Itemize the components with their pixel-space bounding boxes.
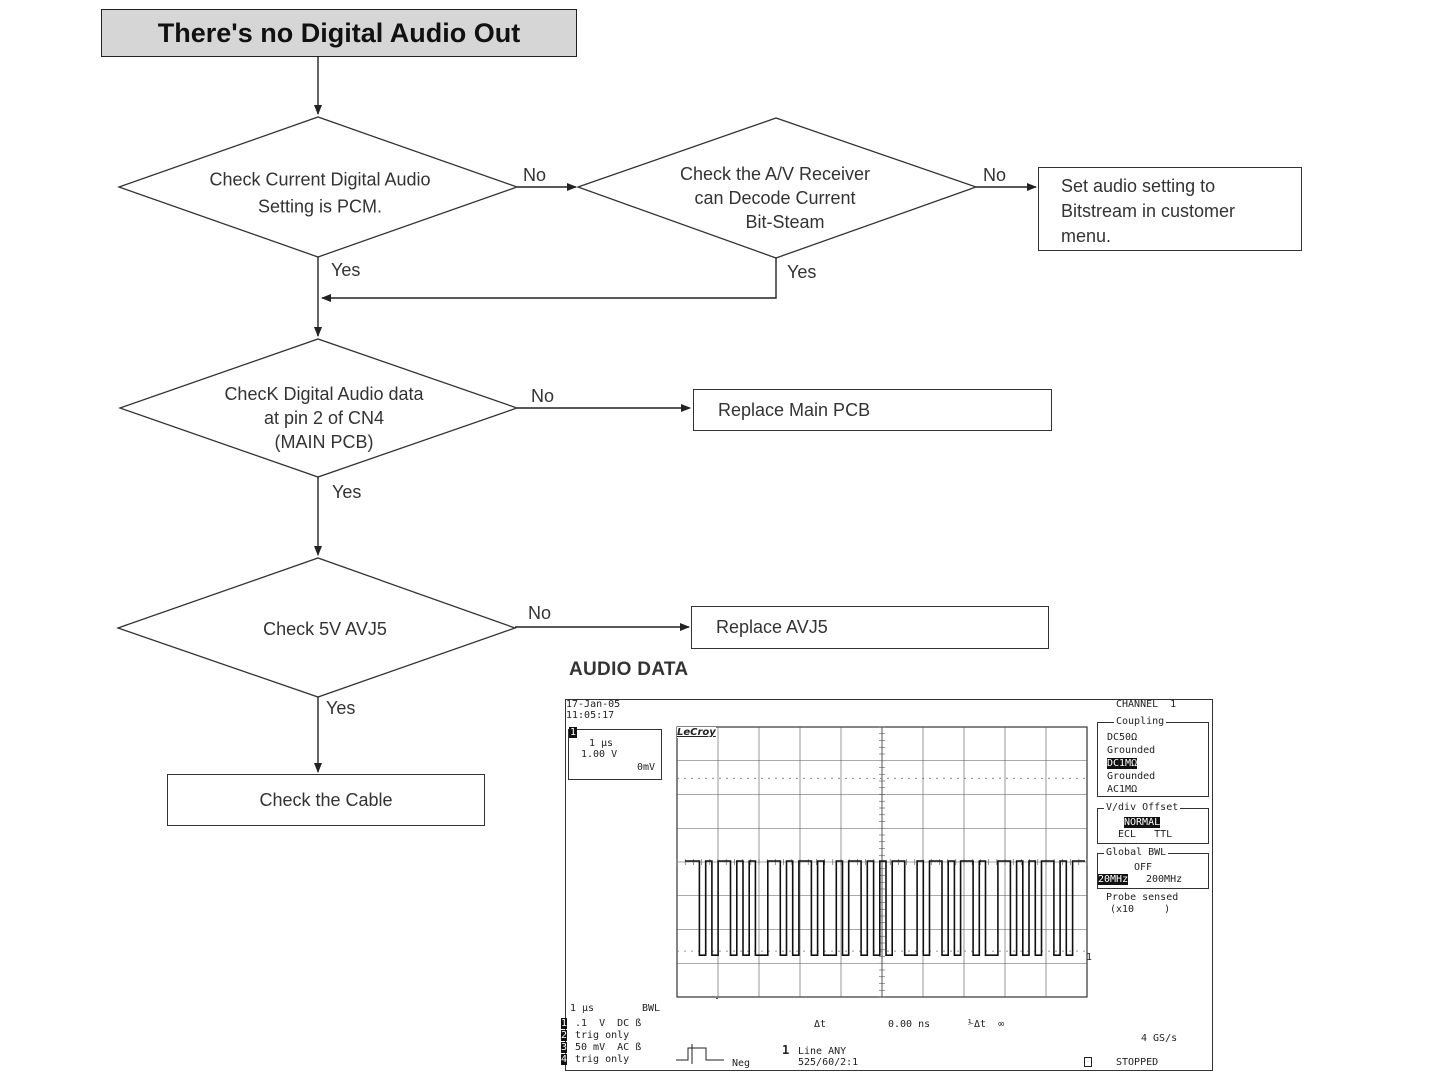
decision-1-line2: Setting is PCM.: [257, 196, 383, 217]
scope-brand-logo: LeCroy: [677, 727, 716, 738]
box-replace-main-pcb: Replace Main PCB: [693, 389, 1052, 431]
scope-trigger-pulse-icon: [676, 1044, 724, 1064]
label-yes-2: Yes: [787, 262, 817, 282]
scope-status: STOPPED: [1116, 1057, 1159, 1068]
scope-trigger-line2: 525/60/2:1: [798, 1057, 859, 1068]
label-yes-3: Yes: [332, 482, 362, 502]
scope-trace-marker: 1: [1086, 952, 1093, 963]
scope-channel-number: 1: [561, 1018, 568, 1029]
decision-3-text: ChecK Digital Audio data at pin 2 of CN4…: [224, 382, 423, 454]
scope-coupling-option[interactable]: AC1MΩ: [1107, 784, 1138, 795]
scope-bwl-other[interactable]: 200MHz: [1146, 874, 1183, 885]
decision-1-line1: Check Current Digital Audio: [209, 169, 431, 190]
scope-channel-setting: trig only: [575, 1054, 630, 1065]
scope-probe-line2: (x10 ): [1110, 904, 1171, 915]
audio-data-title: AUDIO DATA: [569, 659, 689, 680]
scope-channel-number: 4: [561, 1054, 568, 1065]
scope-vdiv-selected[interactable]: NORMAL: [1124, 817, 1161, 828]
decision-4-text: Check 5V AVJ5: [263, 619, 387, 639]
box-set-audio-line2: Bitstream in customer: [1061, 201, 1236, 221]
decision-1-text: Check Current Digital Audio Setting is P…: [209, 168, 430, 219]
scope-channel-setting: trig only: [575, 1030, 630, 1041]
label-yes-1: Yes: [331, 260, 361, 280]
scope-readout-volts: 1.00 V: [581, 749, 618, 760]
scope-sample-rate: 4 GS/s: [1141, 1033, 1178, 1044]
scope-coupling-title: Coupling: [1114, 716, 1167, 727]
arrow-d2-yes: [321, 258, 777, 302]
decision-2-text: Check the A/V Receiver can Decode Curren…: [680, 162, 870, 234]
scope-probe-line1: Probe sensed: [1106, 892, 1179, 903]
decision-3-line2: at pin 2 of CN4: [263, 408, 385, 428]
oscilloscope-screen: 17-Jan-05 11:05:17 1 1 µs 1.00 V 0mV LeC…: [561, 699, 1213, 1071]
decision-2-line3: Bit-Steam: [745, 212, 825, 232]
scope-channel-number: 3: [561, 1042, 568, 1053]
scope-coupling-option[interactable]: DC50Ω: [1107, 732, 1138, 743]
scope-bwl-off[interactable]: OFF: [1134, 862, 1153, 873]
scope-stop-indicator: [1084, 1057, 1092, 1067]
scope-waveform-grid: [676, 726, 1088, 999]
scope-readout-offset: 0mV: [637, 762, 656, 773]
scope-bwl-selected[interactable]: 20MHz: [1098, 874, 1129, 885]
decision-2-line1: Check the A/V Receiver: [679, 164, 871, 184]
scope-readout-channel: 1: [569, 727, 578, 738]
scope-channel-header: CHANNEL 1: [1116, 699, 1177, 710]
scope-channel-setting: .1 V DC ß: [575, 1018, 642, 1029]
scope-inverse-delta-t: ⅟Δt ∞: [968, 1019, 1005, 1030]
scope-trigger-line1: Line ANY: [798, 1046, 847, 1057]
decision-3-line1: ChecK Digital Audio data: [224, 384, 424, 404]
scope-date: 17-Jan-05: [566, 699, 621, 710]
scope-delta-t-label: Δt: [814, 1019, 827, 1030]
scope-vdiv-group[interactable]: V/div Offset NORMAL ECL TTL: [1097, 802, 1209, 844]
scope-coupling-option[interactable]: Grounded: [1107, 771, 1156, 782]
scope-vdiv-title: V/div Offset: [1104, 802, 1181, 813]
label-no-1: No: [523, 165, 547, 185]
scope-bwl-title: Global BWL: [1104, 847, 1169, 858]
scope-vdiv-other[interactable]: ECL TTL: [1118, 829, 1173, 840]
scope-delta-t-value: 0.00 ns: [888, 1019, 931, 1030]
box-set-audio-setting: Set audio setting to Bitstream in custom…: [1038, 167, 1302, 251]
scope-time: 11:05:17: [566, 710, 615, 721]
box-set-audio-line3: menu.: [1061, 226, 1112, 246]
box-replace-avj5: Replace AVJ5: [691, 606, 1049, 649]
scope-bottom-timebase: 1 µs: [570, 1003, 595, 1014]
scope-readout-box: 1 1 µs 1.00 V 0mV: [568, 727, 662, 780]
label-yes-4: Yes: [326, 698, 356, 718]
label-no-4: No: [528, 603, 552, 623]
scope-coupling-option[interactable]: DC1MΩ: [1107, 758, 1138, 769]
scope-channel-setting: 50 mV AC ß: [575, 1042, 642, 1053]
label-no-2: No: [983, 165, 1007, 185]
scope-trigger-num: 1: [782, 1043, 790, 1057]
scope-trigger-slope: Neg: [732, 1058, 751, 1069]
box-set-audio-line1: Set audio setting to: [1061, 176, 1216, 196]
decision-diamond-4: [116, 557, 517, 698]
scope-waveform-trace: [685, 860, 1085, 956]
scope-coupling-option[interactable]: Grounded: [1107, 745, 1156, 756]
flowchart-title: There's no Digital Audio Out: [101, 9, 577, 57]
scope-bwl-group[interactable]: Global BWL OFF 20MHz 200MHz: [1097, 847, 1209, 889]
scope-bottom-bwl: BWL: [642, 1003, 661, 1014]
decision-2-line2: can Decode Current: [694, 188, 856, 208]
decision-3-line3: (MAIN PCB): [274, 432, 374, 452]
box-check-cable: Check the Cable: [167, 774, 485, 826]
label-no-3: No: [531, 386, 555, 406]
scope-readout-time: 1 µs: [589, 738, 614, 749]
scope-channel-number: 2: [561, 1030, 568, 1041]
